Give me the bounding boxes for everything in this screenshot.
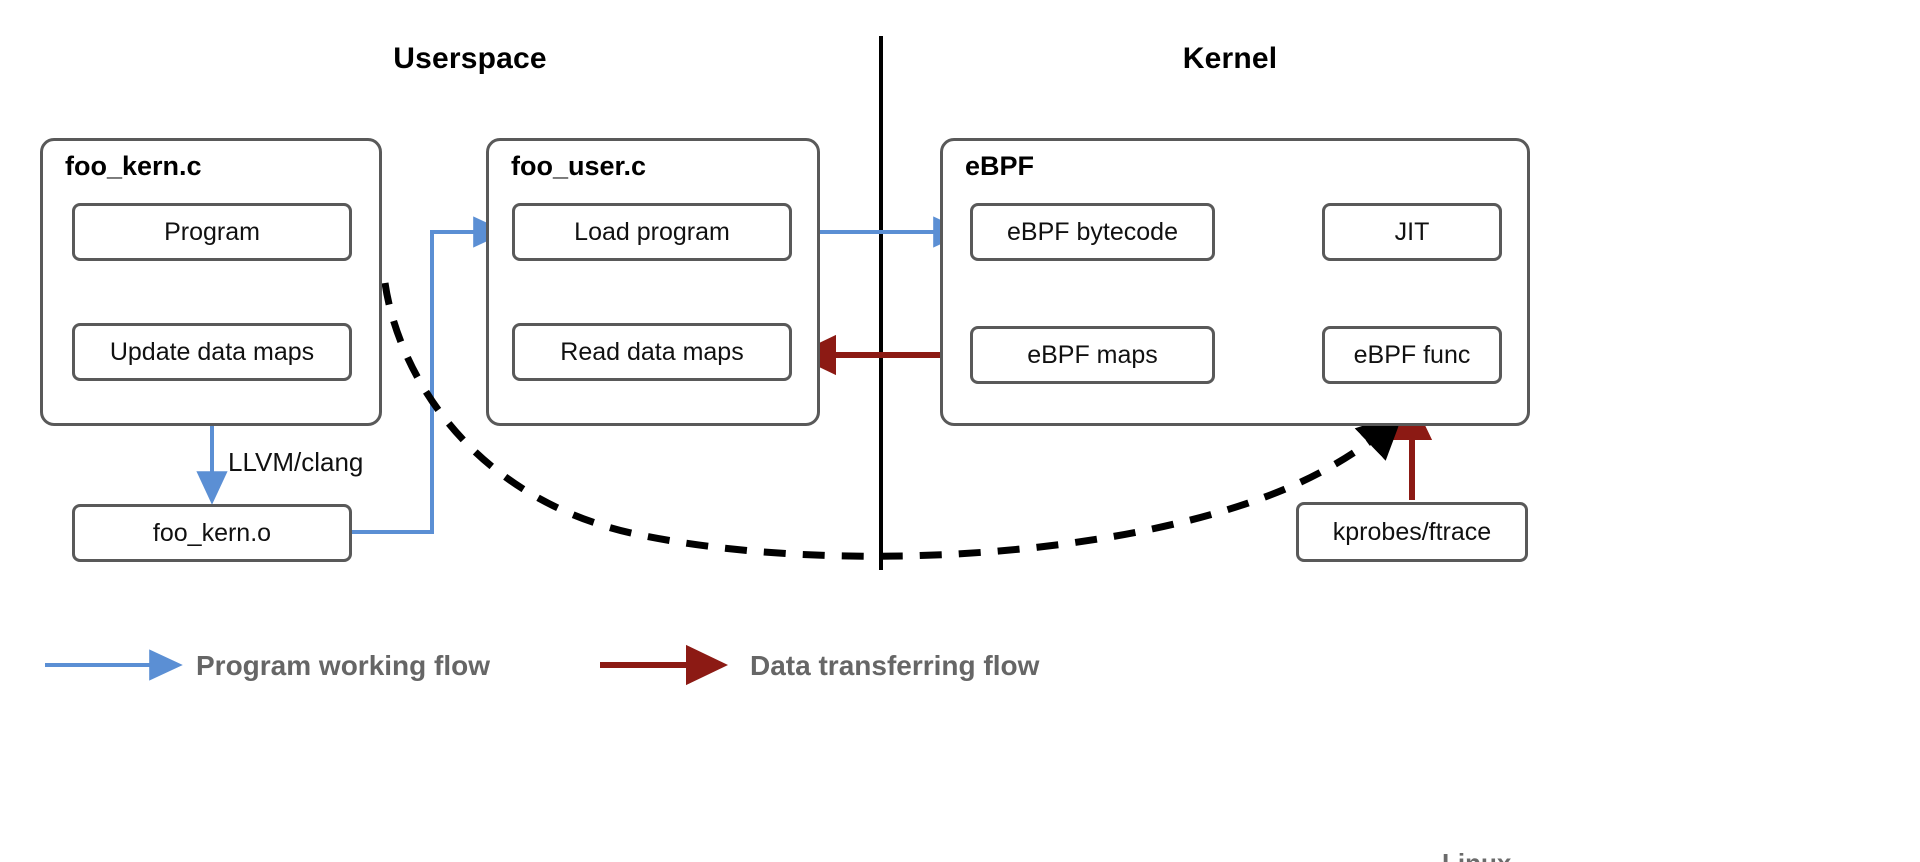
group-label-foo-user-c: foo_user.c (511, 151, 647, 181)
edge-label-llvm-clang: LLVM/clang (228, 447, 364, 477)
node-program[interactable]: Program (72, 203, 352, 261)
node-update-data-maps[interactable]: Update data maps (72, 323, 352, 381)
node-load-program[interactable]: Load program (512, 203, 792, 261)
group-foo-user-c[interactable]: foo_user.c (486, 138, 820, 426)
cut-off-caption: Linux (1442, 848, 1662, 862)
section-title-userspace: Userspace (393, 42, 547, 75)
group-label-foo-kern-c: foo_kern.c (65, 151, 202, 181)
node-kprobes-ftrace[interactable]: kprobes/ftrace (1296, 502, 1528, 562)
node-ebpf-bytecode[interactable]: eBPF bytecode (970, 203, 1215, 261)
node-ebpf-func[interactable]: eBPF func (1322, 326, 1502, 384)
section-title-kernel: Kernel (1182, 42, 1278, 75)
group-foo-kern-c[interactable]: foo_kern.c (40, 138, 382, 426)
node-foo-kern-o[interactable]: foo_kern.o (72, 504, 352, 562)
node-ebpf-maps[interactable]: eBPF maps (970, 326, 1215, 384)
legend-label-program-working-flow: Program working flow (196, 650, 491, 681)
legend-label-data-transferring-flow: Data transferring flow (750, 650, 1040, 681)
node-jit[interactable]: JIT (1322, 203, 1502, 261)
group-label-ebpf: eBPF (965, 151, 1035, 181)
node-read-data-maps[interactable]: Read data maps (512, 323, 792, 381)
